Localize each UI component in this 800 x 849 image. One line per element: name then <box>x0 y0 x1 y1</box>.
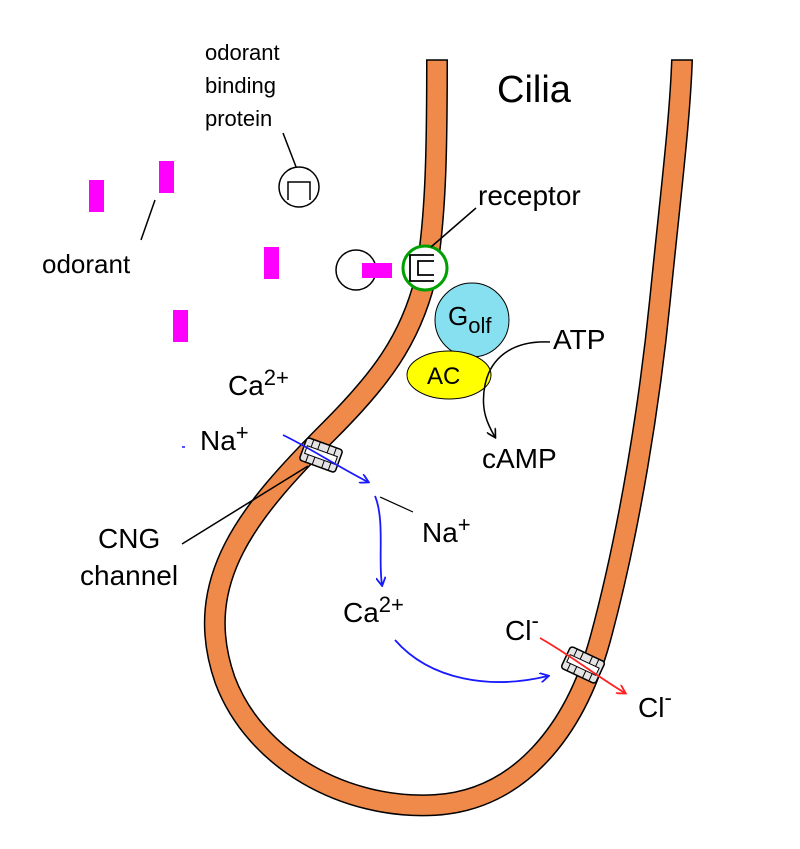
receptor <box>401 244 449 292</box>
golf-subscript: olf <box>468 313 492 338</box>
na-outside-charge: + <box>236 420 249 445</box>
na-inside-symbol: Na <box>422 517 458 548</box>
cl-inside-charge: - <box>531 608 538 633</box>
obp-label-line3: protein <box>205 106 272 131</box>
cl-inside-symbol: Cl <box>505 615 531 646</box>
cl-efflux-arrow <box>539 637 625 693</box>
golf-label: G <box>448 301 468 331</box>
cl-outside-symbol: Cl <box>638 692 664 723</box>
odorant-label: odorant <box>42 249 131 279</box>
odorant-molecule <box>89 180 104 212</box>
bound-obp <box>335 249 392 291</box>
na-outside-symbol: Na <box>200 425 236 456</box>
cilium-membrane <box>203 59 693 817</box>
cl-inside-label: Cl- <box>505 608 539 646</box>
obp-leader-line <box>282 132 299 173</box>
odorant-molecule <box>159 161 174 193</box>
camp-label: cAMP <box>482 443 557 474</box>
cng-channel-label: CNG channel <box>80 523 178 591</box>
receptor-leader-line <box>430 207 477 248</box>
ca-inner-arrow <box>374 495 382 585</box>
atp-to-camp-arrow <box>482 341 551 437</box>
na-inner-leader <box>379 496 414 513</box>
na-outside-label: Na+ <box>200 420 249 456</box>
ca-to-cl-channel-arrow <box>394 639 548 683</box>
ca-outside-charge: 2+ <box>264 365 289 390</box>
na-inside-label: Na+ <box>422 512 471 548</box>
obp-label-line1: odorant <box>205 40 280 65</box>
cl-outside-label: Cl- <box>638 685 672 723</box>
cng-label-line2: channel <box>80 560 178 591</box>
odorant-binding-protein <box>278 166 320 208</box>
odorant-binding-protein-label: odorant binding protein <box>205 40 286 131</box>
cng-label-line1: CNG <box>98 523 160 554</box>
cng-leader-line <box>181 465 309 545</box>
odorant-molecule <box>173 310 188 342</box>
odorant-molecule <box>264 247 279 279</box>
ca-outside-label: Ca2+ <box>228 365 289 401</box>
ca-inside-label: Ca2+ <box>343 592 404 628</box>
odorant-molecules <box>89 161 279 342</box>
ca-inside-charge: 2+ <box>379 592 404 617</box>
ac-label: AC <box>427 363 460 390</box>
na-inside-charge: + <box>458 512 471 537</box>
atp-label: ATP <box>553 324 605 355</box>
odorant-leader-line <box>140 199 156 241</box>
ca-outside-symbol: Ca <box>228 370 264 401</box>
golf-protein: Golf <box>434 282 510 358</box>
obp-label-line2: binding <box>205 73 276 98</box>
receptor-label: receptor <box>478 180 581 211</box>
diagram-title: Cilia <box>497 69 572 111</box>
ca-inside-symbol: Ca <box>343 597 379 628</box>
svg-text:Golf: Golf <box>448 301 492 338</box>
adenylyl-cyclase: AC <box>406 350 492 400</box>
na-ca-influx-arrow <box>282 434 368 482</box>
cl-outside-charge: - <box>664 685 671 710</box>
